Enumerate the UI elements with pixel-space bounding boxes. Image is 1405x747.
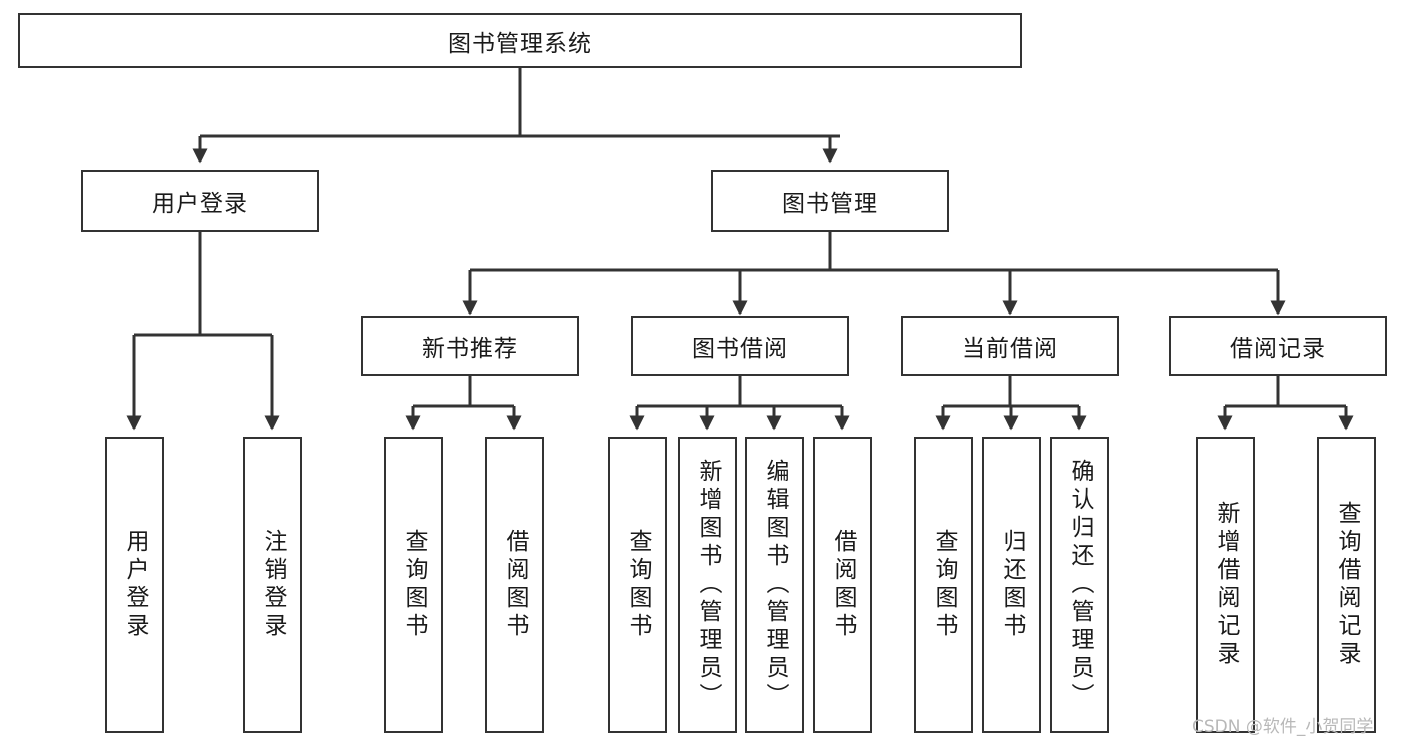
leaf-logout[interactable]: 注销登录: [243, 437, 302, 733]
leaf-borrow-book-2-label: 借阅图书: [830, 529, 856, 641]
leaf-borrow-book-1-label: 借阅图书: [502, 529, 528, 641]
leaf-add-book-admin[interactable]: 新增图书（管理员）: [678, 437, 737, 733]
node-root[interactable]: 图书管理系统: [18, 13, 1022, 68]
leaf-logout-label: 注销登录: [260, 529, 286, 641]
leaf-confirm-return-admin[interactable]: 确认归还（管理员）: [1050, 437, 1109, 733]
leaf-user-login[interactable]: 用户登录: [105, 437, 164, 733]
leaf-query-book-3-label: 查询图书: [931, 529, 957, 641]
node-book-manage[interactable]: 图书管理: [711, 170, 949, 232]
leaf-query-book-1[interactable]: 查询图书: [384, 437, 443, 733]
node-book-borrow-label: 图书借阅: [692, 336, 788, 362]
leaf-borrow-book-2[interactable]: 借阅图书: [813, 437, 872, 733]
leaf-query-book-1-label: 查询图书: [401, 529, 427, 641]
leaf-edit-book-admin[interactable]: 编辑图书（管理员）: [745, 437, 804, 733]
leaf-query-borrow-record[interactable]: 查询借阅记录: [1317, 437, 1376, 733]
leaf-query-book-2[interactable]: 查询图书: [608, 437, 667, 733]
node-new-book-recommend-label: 新书推荐: [422, 336, 518, 362]
leaf-edit-book-admin-label: 编辑图书（管理员）: [762, 459, 788, 711]
node-borrow-record-label: 借阅记录: [1230, 336, 1326, 362]
node-user-login[interactable]: 用户登录: [81, 170, 319, 232]
leaf-add-book-admin-label: 新增图书（管理员）: [695, 459, 721, 711]
leaf-user-login-label: 用户登录: [122, 529, 148, 641]
node-user-login-label: 用户登录: [152, 191, 248, 217]
node-root-label: 图书管理系统: [448, 30, 592, 57]
node-book-borrow[interactable]: 图书借阅: [631, 316, 849, 376]
leaf-query-book-2-label: 查询图书: [625, 529, 651, 641]
node-borrow-record[interactable]: 借阅记录: [1169, 316, 1387, 376]
leaf-borrow-book-1[interactable]: 借阅图书: [485, 437, 544, 733]
leaf-query-book-3[interactable]: 查询图书: [914, 437, 973, 733]
leaf-return-book-label: 归还图书: [999, 529, 1025, 641]
node-current-borrow[interactable]: 当前借阅: [901, 316, 1119, 376]
leaf-add-borrow-record-label: 新增借阅记录: [1213, 501, 1239, 669]
leaf-add-borrow-record[interactable]: 新增借阅记录: [1196, 437, 1255, 733]
node-new-book-recommend[interactable]: 新书推荐: [361, 316, 579, 376]
leaf-return-book[interactable]: 归还图书: [982, 437, 1041, 733]
leaf-query-borrow-record-label: 查询借阅记录: [1334, 501, 1360, 669]
leaf-confirm-return-admin-label: 确认归还（管理员）: [1067, 459, 1093, 711]
node-current-borrow-label: 当前借阅: [962, 336, 1058, 362]
node-book-manage-label: 图书管理: [782, 191, 878, 217]
csdn-watermark: CSDN @软件_小贺同学: [1192, 717, 1374, 737]
